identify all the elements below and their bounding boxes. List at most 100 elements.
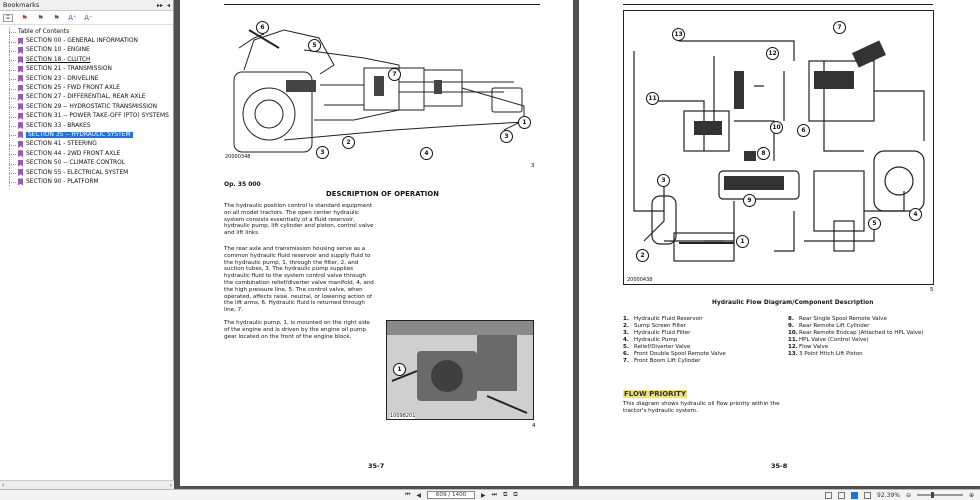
collapse-panel-icon[interactable]: ◂ <box>166 1 170 9</box>
zoom-out-icon[interactable]: ⊖ <box>905 491 911 499</box>
bookmark-label: SECTION 31 -- POWER TAKE-OFF (PTO) SYSTE… <box>26 113 169 120</box>
legend-item: 3.Hydraulic Fluid Filter <box>623 330 783 337</box>
bookmark-label: SECTION 41 - STEERING <box>26 141 97 148</box>
flow-priority-paragraph: This diagram shows hydraulic oil flow pr… <box>623 401 780 414</box>
next-page-icon[interactable]: ▶ <box>481 491 486 499</box>
bookmark-icon <box>18 169 23 177</box>
bookmark-icon <box>18 159 23 167</box>
tree-connector <box>4 111 18 121</box>
bookmark-icon <box>18 75 23 83</box>
legend-number: 1. <box>623 316 629 322</box>
zoom-level[interactable]: 92.39% <box>877 491 900 499</box>
bookmark-icon <box>18 122 23 130</box>
bookmark-item[interactable]: SECTION 55 - ELECTRICAL SYSTEM <box>4 168 173 178</box>
legend-number: 8. <box>788 316 794 322</box>
list-view-icon[interactable]: ☰ <box>3 13 13 22</box>
callout-7: 7 <box>833 21 846 34</box>
tree-connector <box>4 92 18 102</box>
scroll-left-icon[interactable]: ‹ <box>2 481 5 489</box>
legend-item: 2.Sump Screen Filter <box>623 323 783 330</box>
bookmark-icon <box>18 65 23 73</box>
tree-connector <box>4 64 18 74</box>
page-number-input[interactable]: 609 / 1400 <box>427 491 476 499</box>
copy-icon[interactable]: ⧉ <box>503 491 508 498</box>
two-page-continuous-view-icon[interactable] <box>864 491 872 499</box>
bookmark-label: SECTION 33 - BRAKES <box>26 122 91 129</box>
font-increase-icon[interactable]: A⁺ <box>68 13 77 22</box>
tree-connector <box>4 55 18 65</box>
bookmark-item[interactable]: SECTION 35 -- HYDRAULIC SYSTEM <box>4 130 173 140</box>
prev-page-icon[interactable]: ◀ <box>416 491 422 499</box>
callout-9: 9 <box>743 194 756 207</box>
bookmark-icon[interactable]: ⚑ <box>21 13 28 22</box>
hydraulic-flow-diagram: 20000438 13 7 12 11 10 6 8 3 9 4 5 1 2 <box>623 10 934 285</box>
bookmark-item[interactable]: SECTION 10 - ENGINE <box>4 45 173 55</box>
zoom-in-icon[interactable]: ⊕ <box>968 491 974 499</box>
tree-connector <box>4 168 18 178</box>
bookmark-item[interactable]: SECTION 27 - DIFFERENTIAL, REAR AXLE <box>4 92 173 102</box>
legend-item: 7.Front Boom Lift Cylinder <box>623 358 783 365</box>
legend-text: Rear Remote Lift Cylinder <box>799 323 870 329</box>
bookmark-remove-icon[interactable]: ⚑ <box>53 13 60 22</box>
callout-1-photo: 1 <box>393 363 406 376</box>
legend-number: 2. <box>623 323 629 329</box>
bookmark-item[interactable]: SECTION 25 - FWD FRONT AXLE <box>4 83 173 93</box>
font-decrease-icon[interactable]: A⁻ <box>84 13 93 22</box>
legend-text: HPL Valve (Control Valve) <box>799 337 869 343</box>
callout-12: 12 <box>766 47 779 60</box>
callout-4: 4 <box>420 147 433 160</box>
continuous-view-icon[interactable] <box>838 491 846 499</box>
sidebar-scrollbar[interactable]: ‹ › <box>0 480 174 489</box>
bookmarks-title: Bookmarks <box>3 1 40 9</box>
bookmark-label: SECTION 18 - CLUTCH <box>26 56 91 63</box>
bookmark-label: SECTION 27 - DIFFERENTIAL, REAR AXLE <box>26 94 146 101</box>
callout-4: 4 <box>909 208 922 221</box>
tree-connector <box>4 177 18 187</box>
tree-connector <box>4 102 18 112</box>
first-page-icon[interactable]: ⏮ <box>405 491 411 498</box>
legend-item: 1.Hydraulic Fluid Reservoir <box>623 316 783 323</box>
fit-icon[interactable]: ⧉ <box>513 491 518 498</box>
paragraph-1: The hydraulic position control is standa… <box>224 203 374 237</box>
bookmark-label: SECTION 90 - PLATFORM <box>26 178 99 185</box>
legend-item: 5.Relief/Diverter Valve <box>623 344 783 351</box>
legend-number: 10. <box>788 330 798 336</box>
bookmark-item[interactable]: SECTION 00 - GENERAL INFORMATION <box>4 36 173 46</box>
bookmark-label: SECTION 50 -- CLIMATE CONTROL <box>26 160 126 167</box>
legend-text: 3 Point Hitch Lift Piston <box>799 351 863 357</box>
legend-item: 8.Rear Single Spool Remote Valve <box>788 316 938 323</box>
bookmark-icon <box>18 46 23 54</box>
last-page-icon[interactable]: ⏭ <box>491 491 498 498</box>
zoom-controls: 92.39% ⊖ ⊕ <box>825 491 974 499</box>
tree-connector <box>4 149 18 159</box>
bookmarks-panel: Bookmarks ▸▸ ◂ ☰ ⚑ ⚑ ⚑ A⁺ A⁻ Table of Co… <box>0 0 174 489</box>
two-page-view-icon[interactable] <box>851 491 859 499</box>
figure-4-code: 10098201 <box>390 413 416 419</box>
bookmark-item[interactable]: SECTION 44 - 2WD FRONT AXLE <box>4 149 173 159</box>
bookmark-label: SECTION 29 -- HYDROSTATIC TRANSMISSION <box>26 103 158 110</box>
zoom-slider[interactable] <box>916 492 963 498</box>
callout-13: 13 <box>672 28 685 41</box>
scroll-right-icon[interactable]: › <box>169 481 172 489</box>
bookmark-item[interactable]: SECTION 41 - STEERING <box>4 139 173 149</box>
flow-diagram-illustration: 20000438 <box>627 40 925 283</box>
bookmark-add-icon[interactable]: ⚑ <box>37 13 44 22</box>
bookmark-item[interactable]: SECTION 33 - BRAKES <box>4 121 173 131</box>
expand-panel-icon[interactable]: ▸▸ <box>156 1 163 9</box>
legend-text: Flow Valve <box>799 344 829 350</box>
bookmark-item[interactable]: SECTION 18 - CLUTCH <box>4 55 173 65</box>
bookmark-item[interactable]: SECTION 29 -- HYDROSTATIC TRANSMISSION <box>4 102 173 112</box>
bookmark-item[interactable]: SECTION 31 -- POWER TAKE-OFF (PTO) SYSTE… <box>4 111 173 121</box>
legend-item: 9.Rear Remote Lift Cylinder <box>788 323 938 330</box>
bookmark-item[interactable]: SECTION 90 - PLATFORM <box>4 177 173 187</box>
bookmark-item[interactable]: Table of Contents <box>4 27 173 37</box>
document-page-left: 6 5 7 1 3 2 3 4 20000348 3 Op. 35 000 DE… <box>180 0 573 486</box>
bookmark-item[interactable]: SECTION 23 - DRIVELINE <box>4 74 173 84</box>
single-page-view-icon[interactable] <box>825 491 833 499</box>
zoom-slider-handle[interactable] <box>930 492 934 498</box>
bookmark-item[interactable]: SECTION 50 -- CLIMATE CONTROL <box>4 158 173 168</box>
callout-2: 2 <box>636 249 649 262</box>
bookmark-item[interactable]: SECTION 21 - TRANSMISSION <box>4 64 173 74</box>
figure-3-code: 20000348 <box>225 154 251 160</box>
